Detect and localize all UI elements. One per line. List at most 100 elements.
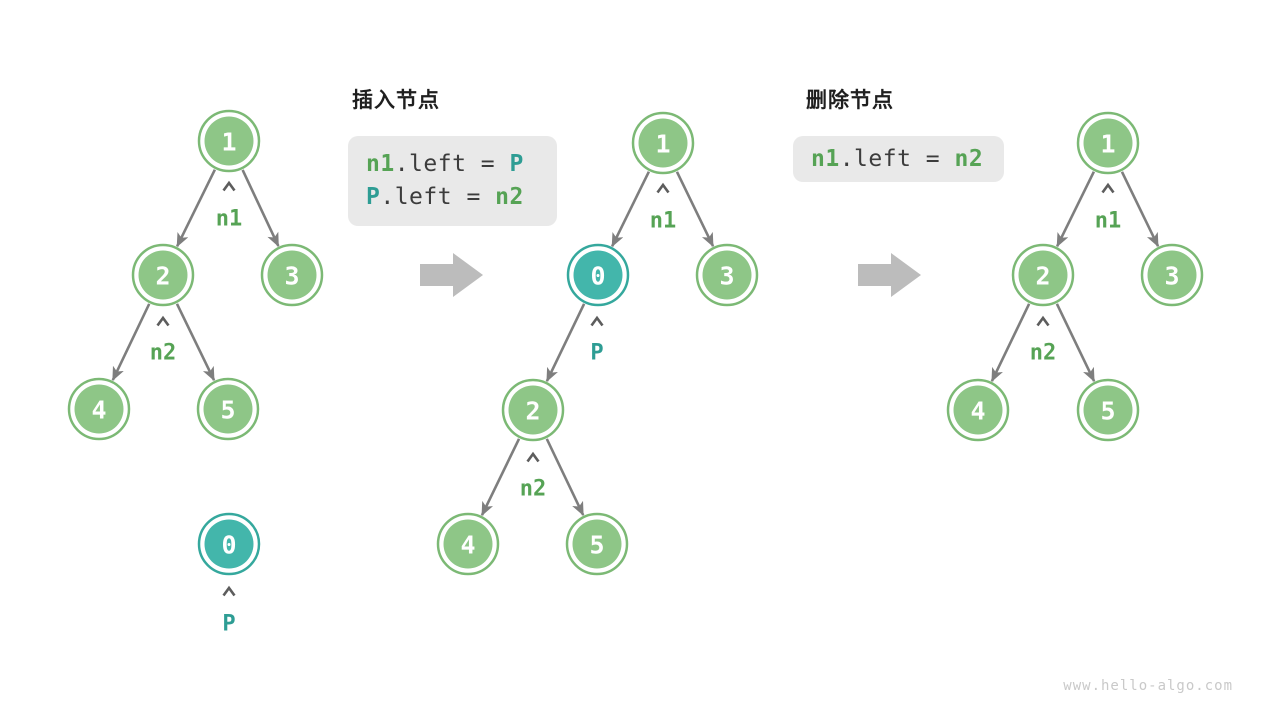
tree-node-circle xyxy=(204,519,254,569)
pointer-caret-icon xyxy=(156,315,170,327)
tree-node: 1 xyxy=(197,109,261,173)
tree-node: 2 xyxy=(501,378,565,442)
tree-node: 5 xyxy=(565,512,629,576)
pointer-label: n2 xyxy=(1030,341,1057,366)
tree-node-circle xyxy=(953,385,1003,435)
tree-node-label: 1 xyxy=(221,128,236,157)
tree-node-circle xyxy=(74,384,124,434)
tree-edge xyxy=(480,438,521,517)
tree-edge xyxy=(1055,303,1096,383)
pointer-caret-icon xyxy=(222,585,236,597)
tree-edge xyxy=(241,169,280,247)
tree-node-label: 2 xyxy=(525,397,540,426)
tree-node-circle xyxy=(138,250,188,300)
pointer-label: P xyxy=(222,612,235,637)
tree-node-label: 4 xyxy=(91,396,106,425)
pointer: n1 xyxy=(1095,182,1121,234)
tree-node-label: 4 xyxy=(970,397,985,426)
pointer-label: n1 xyxy=(650,209,677,234)
tree-node-circle xyxy=(638,118,688,168)
pointer: n2 xyxy=(1030,315,1057,366)
tree-edge xyxy=(175,303,216,382)
tree-node: 0 xyxy=(566,243,630,307)
tree-after-delete: 1 2 3 4 5 n1 n2 xyxy=(946,111,1204,442)
code-token: .left = xyxy=(839,145,955,172)
pointer-caret-icon xyxy=(1036,315,1050,327)
tree-edge xyxy=(175,169,217,248)
tree-node: 2 xyxy=(1011,243,1075,307)
tree-edge xyxy=(990,303,1031,383)
tree-edge xyxy=(545,303,586,383)
tree-node-circle xyxy=(572,519,622,569)
code-token: P xyxy=(509,151,524,177)
pointer-label: n2 xyxy=(150,341,177,366)
tree-node-circle xyxy=(1018,250,1068,300)
tree-node-label: 5 xyxy=(220,396,235,425)
tree-node-label: 1 xyxy=(655,130,670,159)
tree-node-label: 4 xyxy=(460,531,475,560)
pointer-caret-icon xyxy=(1101,182,1115,194)
pointer-label: n1 xyxy=(216,207,243,232)
tree-node: 3 xyxy=(695,243,759,307)
tree-edge xyxy=(545,438,585,517)
flow-arrow-icon xyxy=(420,253,483,297)
tree-node-circle xyxy=(204,116,254,166)
tree-node-label: 0 xyxy=(590,262,605,291)
code-token: n1 xyxy=(811,145,840,172)
pointer: n1 xyxy=(650,182,677,234)
pointer-caret-icon xyxy=(526,451,540,463)
tree-node-label: 5 xyxy=(1100,397,1115,426)
tree-node-label: 3 xyxy=(284,262,299,291)
tree-node-circle xyxy=(702,250,752,300)
tree-edge xyxy=(111,303,151,382)
tree-node: 5 xyxy=(196,377,260,441)
pointer: n2 xyxy=(150,315,177,366)
tree-node-circle xyxy=(508,385,558,435)
tree-node-circle xyxy=(203,384,253,434)
pointer-label: P xyxy=(590,341,603,366)
code-token: .left = xyxy=(394,151,510,177)
code-token: .left = xyxy=(380,184,496,210)
pointer-label: n2 xyxy=(520,477,547,502)
code-token: n2 xyxy=(495,184,524,210)
tree-node-circle xyxy=(267,250,317,300)
pointer-caret-icon xyxy=(590,315,604,327)
section-title-delete: 删除节点 xyxy=(806,88,894,112)
tree-node: 2 xyxy=(131,243,195,307)
pointer: n2 xyxy=(520,451,547,502)
tree-node-label: 1 xyxy=(1100,130,1115,159)
tree-node-circle xyxy=(573,250,623,300)
pointer-caret-icon xyxy=(656,182,670,194)
tree-before: 1 2 3 4 5 0 n1 n2P xyxy=(67,109,324,637)
tree-node: 4 xyxy=(67,377,131,441)
pointer-caret-icon xyxy=(222,180,236,192)
tree-node: 0 xyxy=(197,512,261,576)
tree-node-label: 5 xyxy=(589,531,604,560)
tree-node-circle xyxy=(1083,118,1133,168)
pointer: n1 xyxy=(216,180,243,232)
code-token: n2 xyxy=(954,145,984,172)
tree-node-circle xyxy=(1147,250,1197,300)
tree-node-circle xyxy=(1083,385,1133,435)
tree-edge xyxy=(610,171,651,248)
tree-node: 1 xyxy=(631,111,695,175)
tree-node: 5 xyxy=(1076,378,1140,442)
tree-node: 1 xyxy=(1076,111,1140,175)
tree-node-label: 3 xyxy=(719,262,734,291)
flow-arrow-icon xyxy=(858,253,921,297)
watermark: www.hello-algo.com xyxy=(1063,678,1233,694)
section-title-insert: 插入节点 xyxy=(352,88,440,112)
code-block-delete: n1.left = n2 xyxy=(793,136,1004,182)
tree-node: 4 xyxy=(436,512,500,576)
tree-edge xyxy=(675,171,715,248)
tree-node: 3 xyxy=(260,243,324,307)
tree-node-label: 3 xyxy=(1164,262,1179,291)
tree-node: 4 xyxy=(946,378,1010,442)
tree-edge xyxy=(1055,171,1096,248)
tree-node-label: 0 xyxy=(221,531,236,560)
tree-node-label: 2 xyxy=(155,262,170,291)
